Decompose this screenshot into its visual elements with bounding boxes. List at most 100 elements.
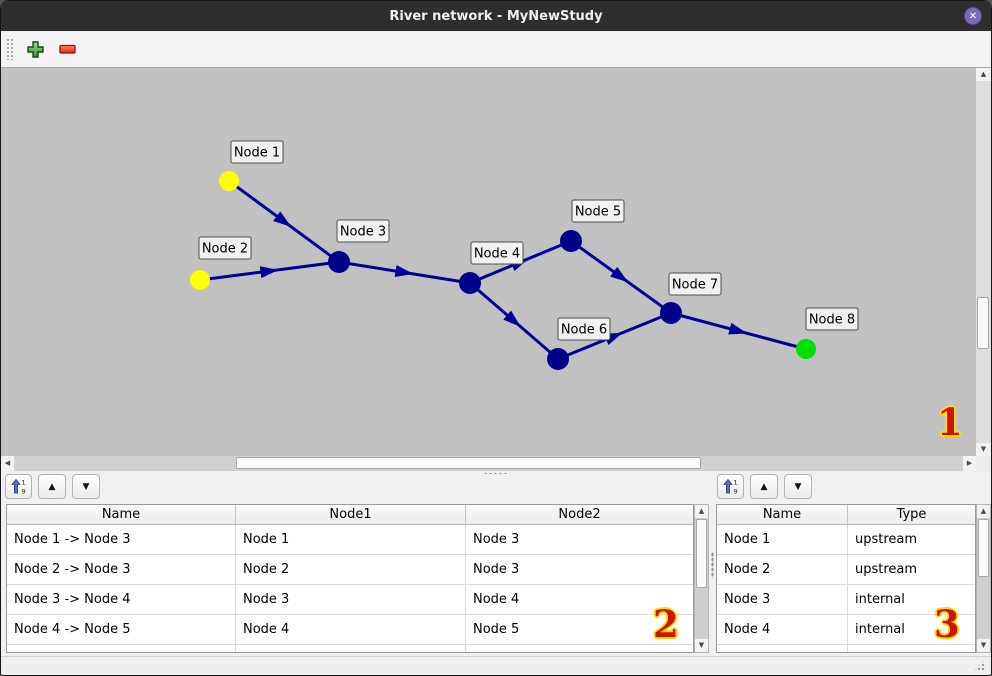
edge-arrow-icon [273, 211, 292, 227]
table-row-empty[interactable] [717, 645, 975, 652]
column-header[interactable]: Node1 [236, 505, 466, 524]
table-row[interactable]: Node 2 upstream [717, 555, 975, 585]
node-label-box[interactable] [557, 317, 611, 341]
table-cell[interactable]: internal [855, 592, 905, 607]
table-cell[interactable]: Node 3 [236, 585, 466, 614]
table-cell[interactable]: Node 1 [717, 525, 848, 554]
node-label-box[interactable] [470, 241, 524, 265]
network-node[interactable] [219, 171, 239, 191]
table-cell[interactable]: Node 3 -> Node 4 [7, 585, 236, 614]
nodes-table-scrollbar[interactable]: ▲ ▼ [976, 504, 991, 653]
node-label-box[interactable] [198, 236, 252, 260]
table-cell[interactable] [7, 645, 236, 652]
remove-node-button[interactable] [55, 36, 81, 62]
horizontal-splitter[interactable] [1, 471, 991, 475]
table-row[interactable]: Node 1 upstream [717, 525, 975, 555]
scroll-up-icon[interactable]: ▲ [976, 68, 991, 81]
network-node[interactable] [796, 339, 816, 359]
node-label-box[interactable] [805, 307, 859, 331]
table-cell[interactable]: Node 3 [717, 585, 848, 614]
scrollbar-thumb[interactable] [977, 297, 989, 349]
toolbar-drag-handle[interactable] [6, 38, 14, 60]
table-cell[interactable]: Node 4 [236, 615, 466, 644]
table-cell[interactable]: Node 2 -> Node 3 [7, 555, 236, 584]
network-node[interactable] [459, 272, 481, 294]
node-label-box[interactable] [668, 272, 722, 296]
scroll-up-icon[interactable]: ▲ [977, 505, 990, 518]
edge-arrow-icon [394, 265, 414, 277]
canvas-vertical-scrollbar[interactable]: ▲ ▼ [976, 68, 991, 456]
node-label-box[interactable] [230, 140, 284, 164]
add-icon [26, 40, 44, 58]
column-header[interactable]: Name [7, 505, 236, 524]
links-move-down-button[interactable]: ▼ [72, 474, 100, 499]
table-cell[interactable]: Node 4 [717, 615, 848, 644]
node-label-box[interactable] [571, 199, 625, 223]
scroll-down-icon[interactable]: ▼ [976, 443, 991, 456]
scroll-down-icon[interactable]: ▼ [977, 639, 990, 652]
nodes-move-down-button[interactable]: ▼ [784, 474, 812, 499]
table-row[interactable]: Node 3 internal [717, 585, 975, 615]
scroll-right-icon[interactable]: ▶ [963, 456, 976, 471]
network-node[interactable] [560, 230, 582, 252]
nodes-sort-button[interactable]: 1 9 [717, 474, 744, 499]
svg-text:1: 1 [21, 479, 25, 487]
close-icon[interactable]: ✕ [964, 7, 982, 25]
scroll-left-icon[interactable]: ◀ [1, 456, 14, 471]
node-label-box[interactable] [336, 219, 390, 243]
table-cell[interactable]: Node 2 [236, 555, 466, 584]
column-header[interactable]: Node2 [558, 507, 601, 522]
table-cell[interactable]: Node 4 [473, 592, 520, 607]
network-node[interactable] [190, 270, 210, 290]
table-cell[interactable]: Node 5 [473, 622, 520, 637]
network-node[interactable] [660, 302, 682, 324]
annotation-1: 1 [937, 400, 963, 444]
edge-arrow-icon [610, 266, 629, 283]
table-cell[interactable] [717, 645, 848, 652]
canvas-horizontal-scrollbar[interactable]: ◀ ▶ [1, 456, 976, 471]
nodes-move-up-button[interactable]: ▲ [750, 474, 778, 499]
column-header[interactable]: Type [896, 507, 927, 522]
vertical-splitter[interactable] [710, 475, 715, 655]
table-cell[interactable] [848, 645, 975, 652]
table-cell[interactable]: upstream [855, 562, 918, 577]
up-triangle-icon: ▲ [48, 481, 56, 492]
table-cell[interactable]: Node 3 [473, 532, 520, 547]
node-label: Node 7 [672, 278, 718, 293]
network-node[interactable] [328, 251, 350, 273]
table-cell[interactable]: internal [855, 622, 905, 637]
resize-grip-icon[interactable] [973, 659, 986, 672]
scroll-up-icon[interactable]: ▲ [695, 505, 708, 518]
network-node[interactable] [547, 348, 569, 370]
add-node-button[interactable] [22, 36, 48, 62]
scrollbar-thumb[interactable] [978, 519, 989, 577]
table-cell[interactable]: Node 1 [236, 525, 466, 554]
table-row[interactable]: Node 4 internal [717, 615, 975, 645]
table-cell[interactable] [236, 645, 466, 652]
node-label: Node 6 [561, 323, 607, 338]
links-table-scrollbar[interactable]: ▲ ▼ [694, 504, 709, 653]
scrollbar-thumb[interactable] [236, 457, 701, 469]
links-move-up-button[interactable]: ▲ [38, 474, 66, 499]
links-sort-button[interactable]: 1 9 [5, 474, 32, 499]
table-cell[interactable]: Node 1 -> Node 3 [7, 525, 236, 554]
titlebar[interactable]: River network - MyNewStudy ✕ [1, 1, 991, 31]
table-cell[interactable]: Node 4 -> Node 5 [7, 615, 236, 644]
column-header[interactable]: Name [717, 505, 848, 524]
table-cell[interactable]: Node 2 [717, 555, 848, 584]
annotation-3: 3 [934, 602, 960, 646]
scroll-down-icon[interactable]: ▼ [695, 639, 708, 652]
table-cell[interactable] [466, 645, 693, 652]
table-row-empty[interactable] [7, 645, 693, 652]
scrollbar-thumb[interactable] [696, 519, 707, 588]
table-cell[interactable]: Node 3 [473, 562, 520, 577]
node-label: Node 5 [575, 205, 621, 220]
table-cell[interactable]: upstream [855, 532, 918, 547]
